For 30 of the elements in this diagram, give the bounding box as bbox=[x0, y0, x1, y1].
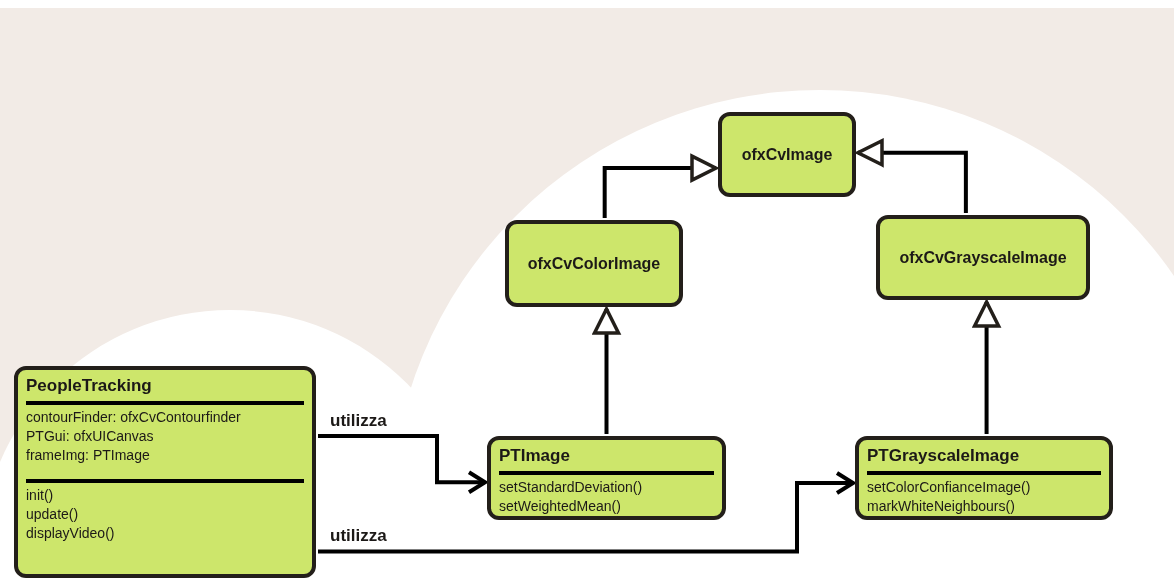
attribute-text: frameImg: PTImage bbox=[26, 446, 151, 465]
class-box bbox=[718, 112, 856, 197]
edge-label: utilizza bbox=[330, 412, 387, 429]
attribute-text: contourFinder: ofxCvContourfinder bbox=[26, 408, 242, 427]
class-name: PeopleTracking bbox=[26, 375, 153, 397]
inheritance-arrow bbox=[856, 139, 968, 213]
method-text: setColorConfianceImage() bbox=[867, 478, 1032, 497]
arrow bbox=[318, 433, 487, 495]
edge-label: utilizza bbox=[330, 527, 387, 544]
method-text: update() bbox=[26, 505, 80, 524]
method-text: markWhiteNeighbours() bbox=[867, 497, 1016, 516]
inheritance-arrow bbox=[602, 154, 718, 218]
class-name: ofxCvGrayscaleImage bbox=[899, 247, 1067, 268]
method-text: setWeightedMean() bbox=[499, 497, 622, 516]
inheritance-arrow bbox=[972, 300, 1001, 434]
method-text: setStandardDeviation() bbox=[499, 478, 644, 497]
class-box bbox=[876, 215, 1090, 300]
method-text: init() bbox=[26, 486, 55, 505]
arrow bbox=[318, 471, 855, 554]
class-box bbox=[487, 436, 726, 520]
class-name: PTImage bbox=[499, 445, 571, 467]
class-name: ofxCvColorImage bbox=[527, 253, 661, 274]
class-box bbox=[855, 436, 1113, 520]
inheritance-arrow bbox=[592, 307, 621, 434]
class-name: ofxCvImage bbox=[741, 144, 833, 165]
method-text: displayVideo() bbox=[26, 524, 116, 543]
attribute-text: PTGui: ofxUICanvas bbox=[26, 427, 155, 446]
class-box bbox=[505, 220, 683, 307]
class-name: PTGrayscaleImage bbox=[867, 445, 1021, 467]
class-box bbox=[14, 366, 316, 578]
